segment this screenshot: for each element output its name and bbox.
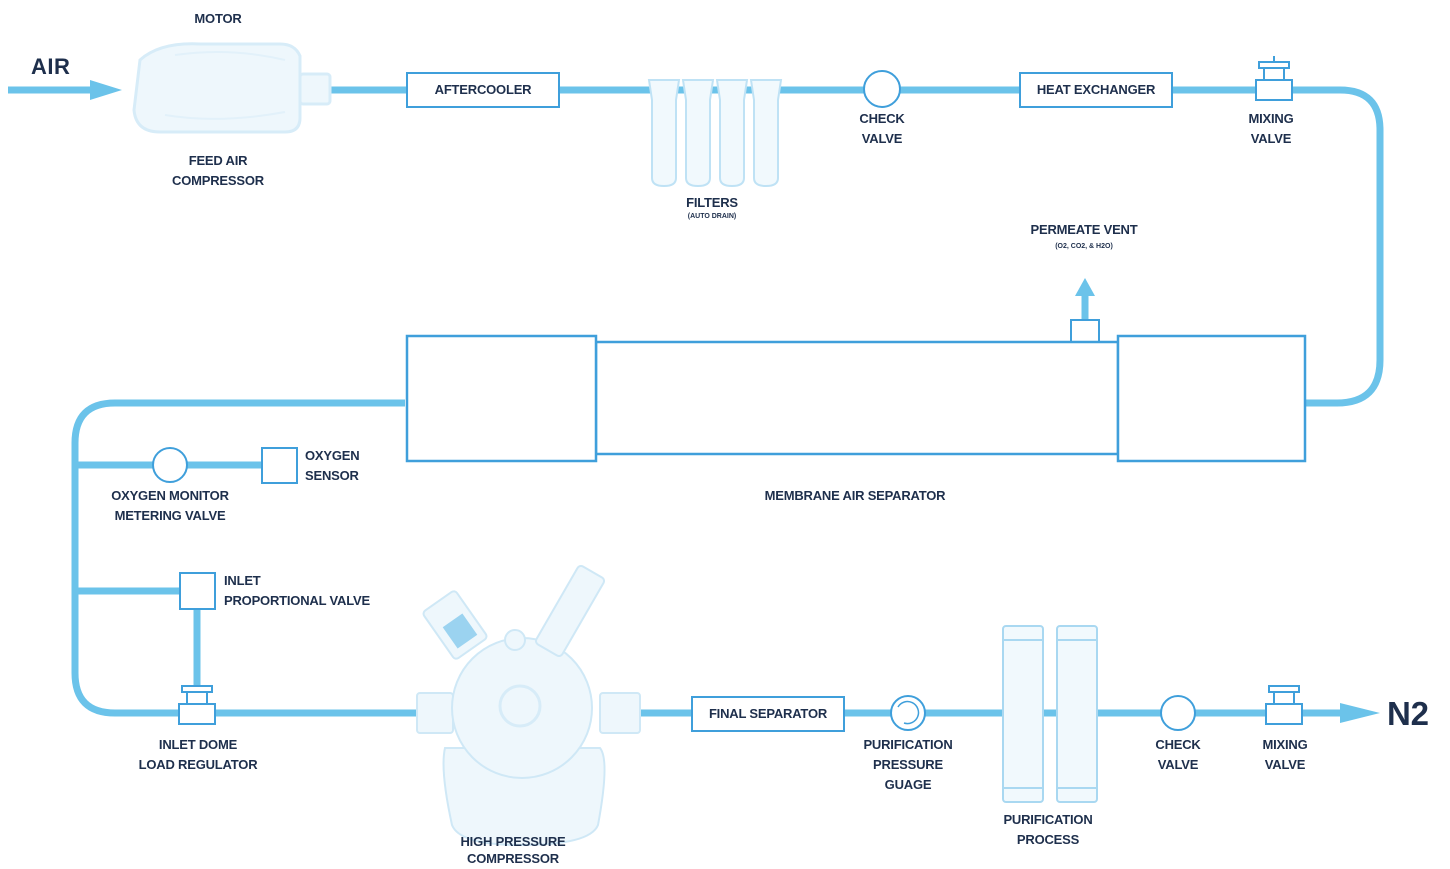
pressure-gauge-label-1: PURIFICATION — [863, 737, 953, 752]
membrane-separator-label: MEMBRANE AIR SEPARATOR — [764, 488, 946, 503]
check-valve-bottom-symbol — [1160, 695, 1196, 731]
dome-regulator-symbol — [178, 685, 216, 725]
mixing-valve-bottom-label-1: MIXING — [1262, 737, 1308, 752]
aftercooler-label: AFTERCOOLER — [434, 82, 532, 97]
mixing-valve-top-symbol — [1255, 56, 1293, 101]
mixing-valve-bottom-label-2: VALVE — [1264, 757, 1306, 772]
outlet-arrow — [1340, 703, 1380, 723]
motor-label: MOTOR — [194, 11, 242, 26]
filters-label: FILTERS — [686, 195, 738, 210]
inlet-arrow — [8, 80, 122, 100]
oxygen-sensor-label-1: OXYGEN — [305, 448, 360, 463]
oxygen-sensor-label-2: SENSOR — [305, 468, 359, 483]
membrane-separator-graphic — [405, 334, 1307, 463]
n2-outlet-label: N2 — [1387, 695, 1429, 732]
inlet-prop-valve-label-2: PROPORTIONAL VALVE — [224, 593, 370, 608]
permeate-vent-note: (O2, CO2, & H2O) — [1055, 243, 1113, 250]
final-separator-box — [691, 696, 845, 732]
final-separator-label: FINAL SEPARATOR — [708, 706, 828, 721]
mixing-valve-top-label-2: VALVE — [1250, 131, 1292, 146]
pressure-gauge-label-3: GUAGE — [884, 777, 932, 792]
check-valve-bottom-label-2: VALVE — [1157, 757, 1199, 772]
pressure-gauge-label-2: PRESSURE — [873, 757, 943, 772]
inlet-prop-valve-label-1: INLET — [224, 573, 261, 588]
purification-label-2: PROCESS — [1016, 832, 1080, 847]
pipe-top-line — [330, 86, 1384, 407]
oxygen-monitor-label-2: METERING VALVE — [114, 508, 226, 523]
permeate-vent-label: PERMEATE VENT — [1030, 222, 1138, 237]
heat-exchanger-box — [1019, 72, 1173, 108]
check-valve-top-symbol — [863, 70, 901, 108]
inlet-proportional-valve-box — [179, 572, 216, 610]
hp-compressor-label-2: COMPRESSOR — [467, 851, 559, 866]
filters-graphic — [647, 79, 783, 188]
mixing-valve-bottom-symbol — [1265, 685, 1303, 725]
aftercooler-box — [406, 72, 560, 108]
heat-exchanger-label: HEAT EXCHANGER — [1036, 82, 1156, 97]
dome-regulator-label-2: LOAD REGULATOR — [138, 757, 258, 772]
check-valve-top-label-1: CHECK — [859, 111, 905, 126]
oxygen-monitor-label-1: OXYGEN MONITOR — [111, 488, 229, 503]
mixing-valve-top-label-1: MIXING — [1248, 111, 1294, 126]
air-inlet-label: AIR — [31, 54, 71, 79]
feed-air-compressor-graphic — [132, 42, 332, 134]
check-valve-top-label-2: VALVE — [861, 131, 903, 146]
feed-compressor-label-2: COMPRESSOR — [172, 173, 264, 188]
high-pressure-compressor-graphic — [416, 564, 641, 847]
check-valve-bottom-label-1: CHECK — [1155, 737, 1201, 752]
filters-note: (AUTO DRAIN) — [687, 213, 737, 220]
purification-label-1: PURIFICATION — [1003, 812, 1093, 827]
pipe-left-loop — [71, 399, 420, 717]
hp-compressor-label-1: HIGH PRESSURE — [460, 834, 566, 849]
purification-columns-graphic — [1002, 625, 1098, 803]
oxygen-sensor-box — [261, 447, 298, 484]
pressure-gauge-symbol — [890, 695, 926, 731]
permeate-vent-symbol — [1070, 278, 1100, 343]
dome-regulator-label-1: INLET DOME — [158, 737, 238, 752]
feed-compressor-label-1: FEED AIR — [188, 153, 248, 168]
oxygen-monitor-valve-symbol — [152, 447, 188, 483]
